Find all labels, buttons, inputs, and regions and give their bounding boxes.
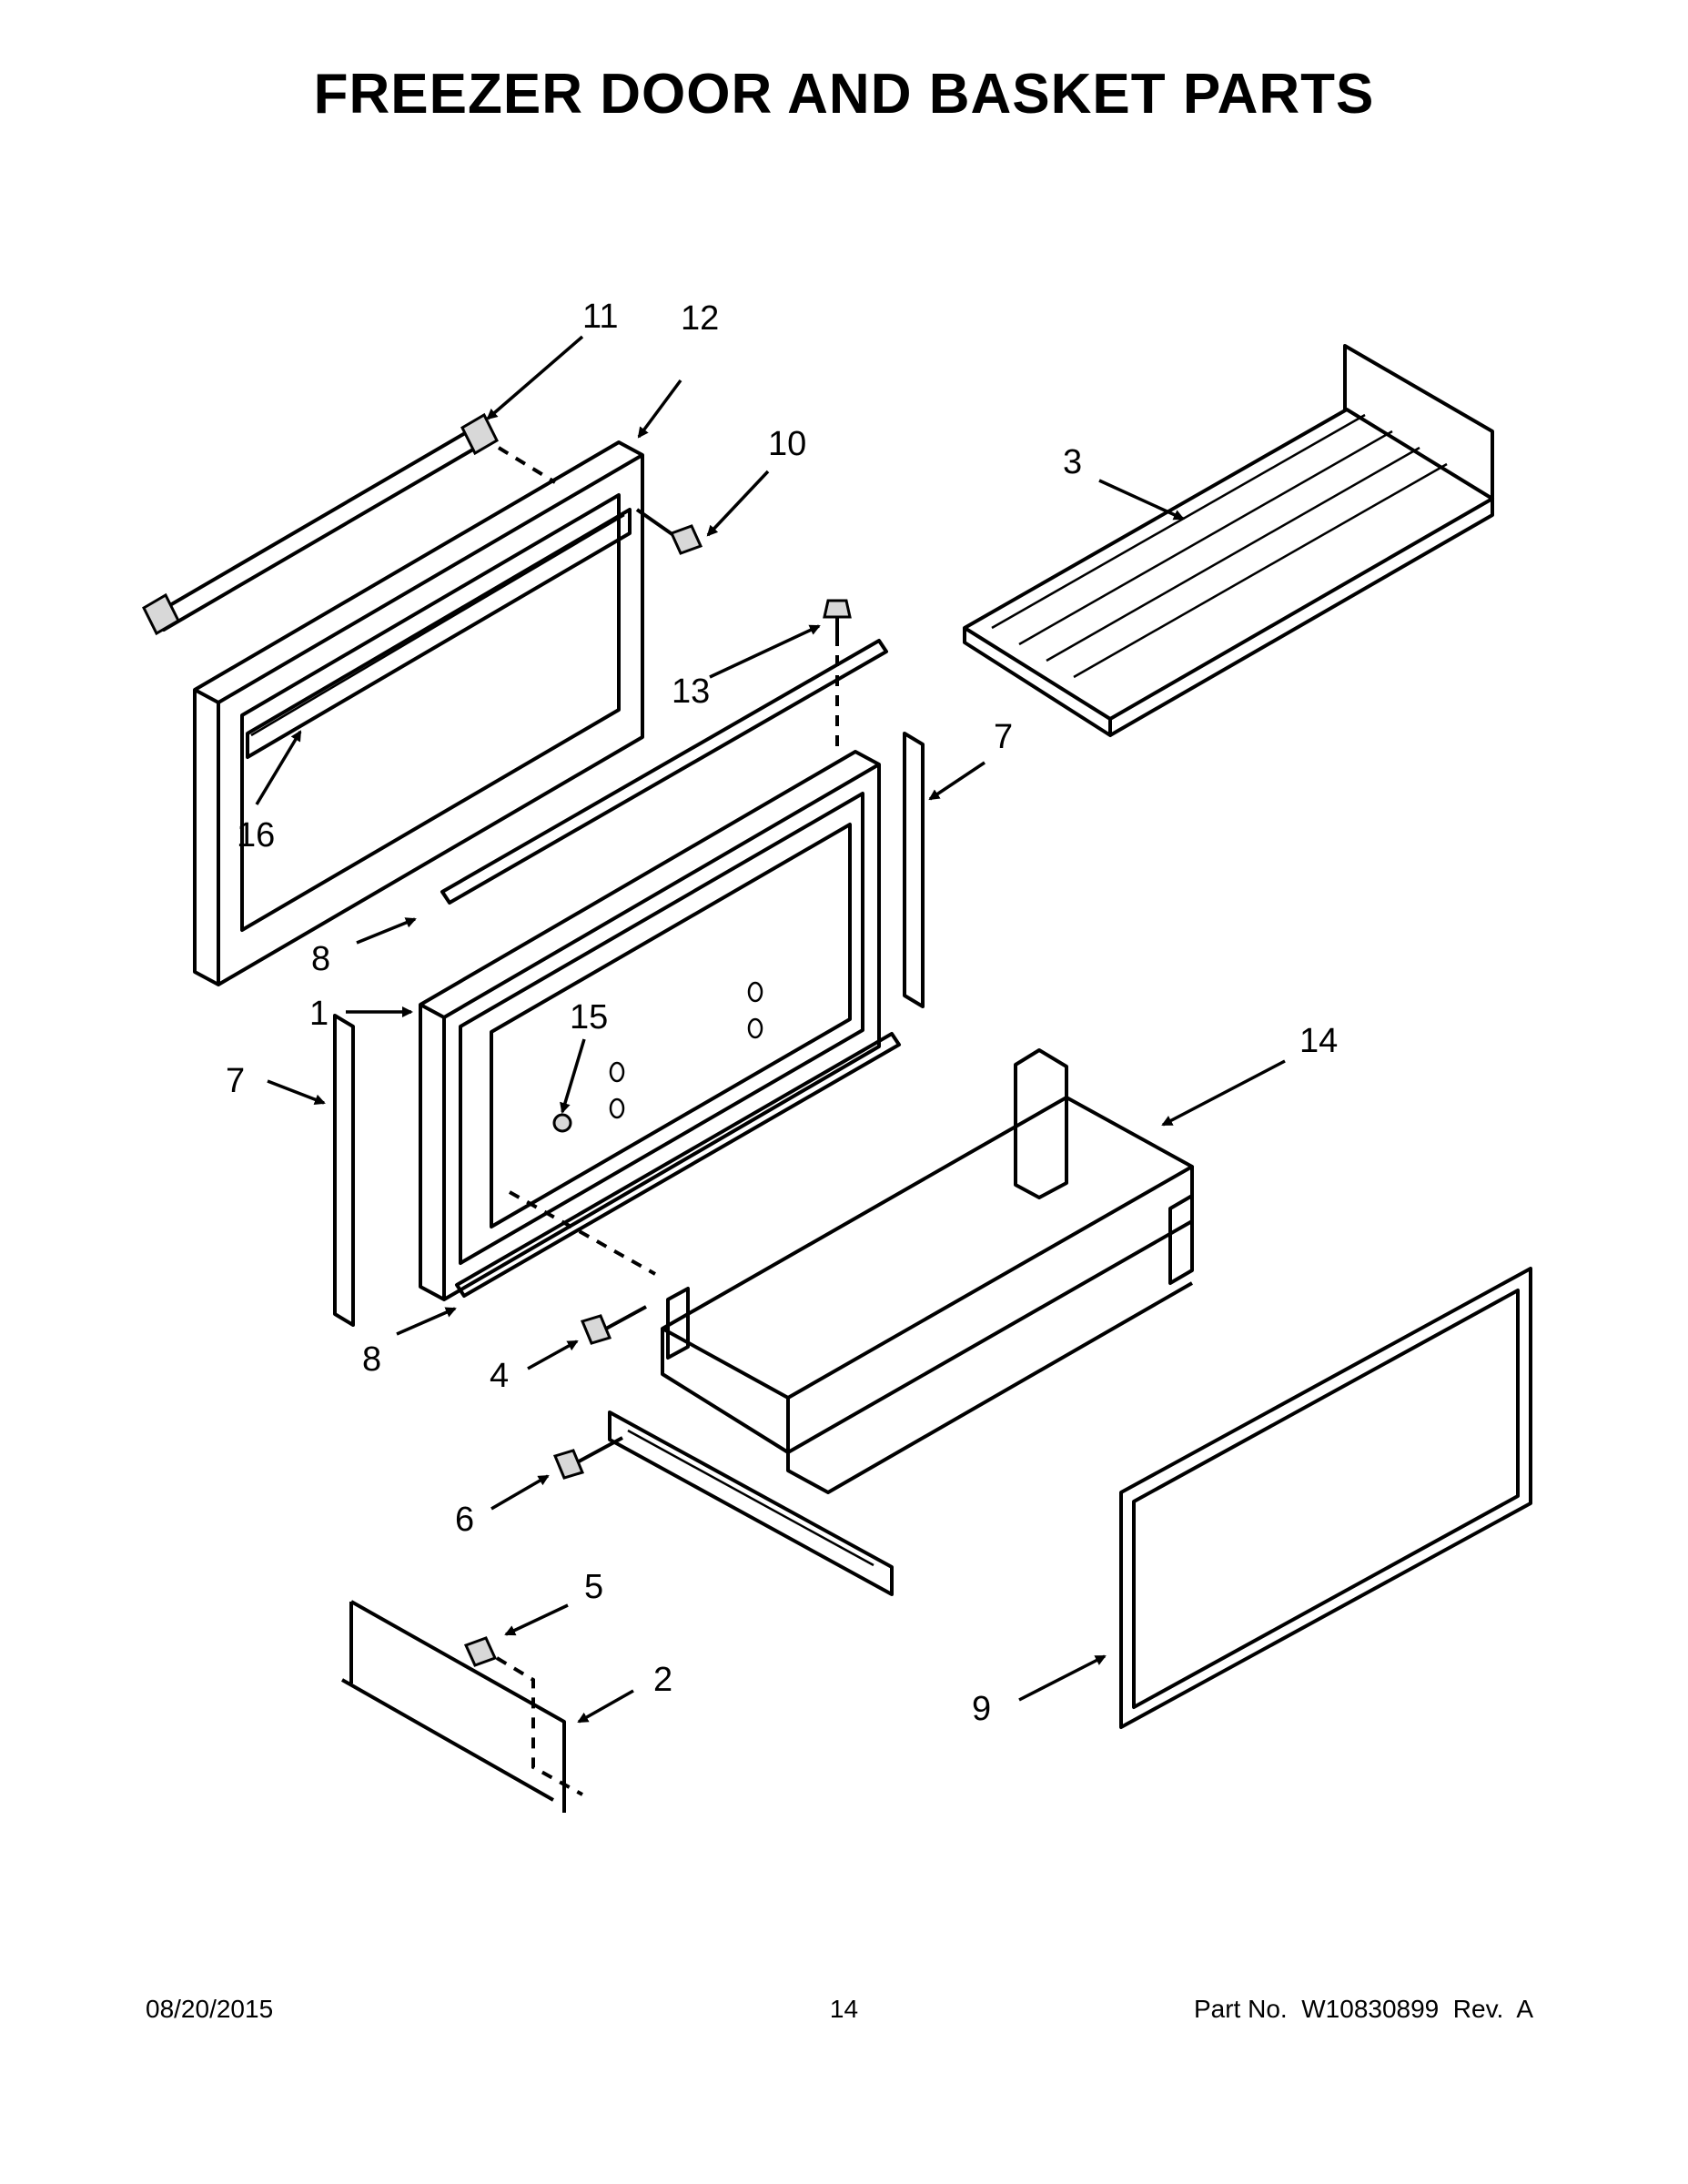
part-8-upper-trim bbox=[440, 639, 888, 905]
leader-arrows bbox=[255, 335, 1286, 1724]
part-12-outer-door-frame bbox=[193, 440, 644, 986]
part-13-screw bbox=[823, 599, 852, 646]
callout-2: 2 bbox=[653, 1661, 672, 1699]
part-16-rail bbox=[250, 513, 625, 737]
part-7-left-strip bbox=[333, 1014, 355, 1327]
part-5-guide-line bbox=[495, 1656, 583, 1796]
part-10-screw bbox=[635, 508, 703, 555]
part-11-handle bbox=[142, 412, 499, 636]
callout-14: 14 bbox=[1299, 1022, 1338, 1060]
part-4-screw bbox=[580, 1305, 647, 1345]
part-11-guide-line bbox=[497, 446, 557, 484]
callout-15: 15 bbox=[570, 998, 608, 1036]
footer-page-number: 14 bbox=[829, 1995, 859, 2023]
callout-7-left: 7 bbox=[226, 1062, 245, 1100]
callout-12: 12 bbox=[681, 299, 719, 338]
part-3-shelf bbox=[963, 344, 1494, 737]
part-15-fastener bbox=[552, 1113, 572, 1133]
part-6-screw bbox=[552, 1436, 623, 1480]
part-7-right-strip bbox=[903, 732, 925, 1008]
callout-6: 6 bbox=[455, 1501, 474, 1539]
callout-10: 10 bbox=[768, 425, 806, 463]
drawer-slide-rail bbox=[608, 1410, 894, 1596]
part-8-lower-trim bbox=[455, 1032, 901, 1298]
callout-13: 13 bbox=[672, 672, 710, 711]
page-title: FREEZER DOOR AND BASKET PARTS bbox=[313, 63, 1375, 126]
part-9-gasket bbox=[1119, 1267, 1532, 1729]
callout-11: 11 bbox=[582, 298, 618, 336]
callout-8-lower: 8 bbox=[362, 1340, 381, 1379]
callout-5: 5 bbox=[584, 1568, 603, 1606]
callout-1: 1 bbox=[309, 995, 329, 1033]
callout-8-upper: 8 bbox=[311, 940, 330, 978]
part-1-guide-line bbox=[509, 1190, 656, 1276]
footer-date: 08/20/2015 bbox=[146, 1995, 274, 2023]
part-2-kick-plate bbox=[341, 1600, 566, 1813]
callout-7-right: 7 bbox=[994, 718, 1013, 756]
footer-part-number: Part No. W10830899 Rev. A bbox=[1193, 1995, 1533, 2023]
part-14-basket bbox=[661, 1048, 1194, 1494]
callout-3: 3 bbox=[1063, 443, 1082, 481]
callout-4: 4 bbox=[490, 1357, 509, 1395]
callout-16: 16 bbox=[237, 816, 275, 854]
part-1-inner-door bbox=[419, 750, 881, 1301]
part-5-screw bbox=[463, 1636, 498, 1667]
callout-9: 9 bbox=[972, 1690, 991, 1728]
